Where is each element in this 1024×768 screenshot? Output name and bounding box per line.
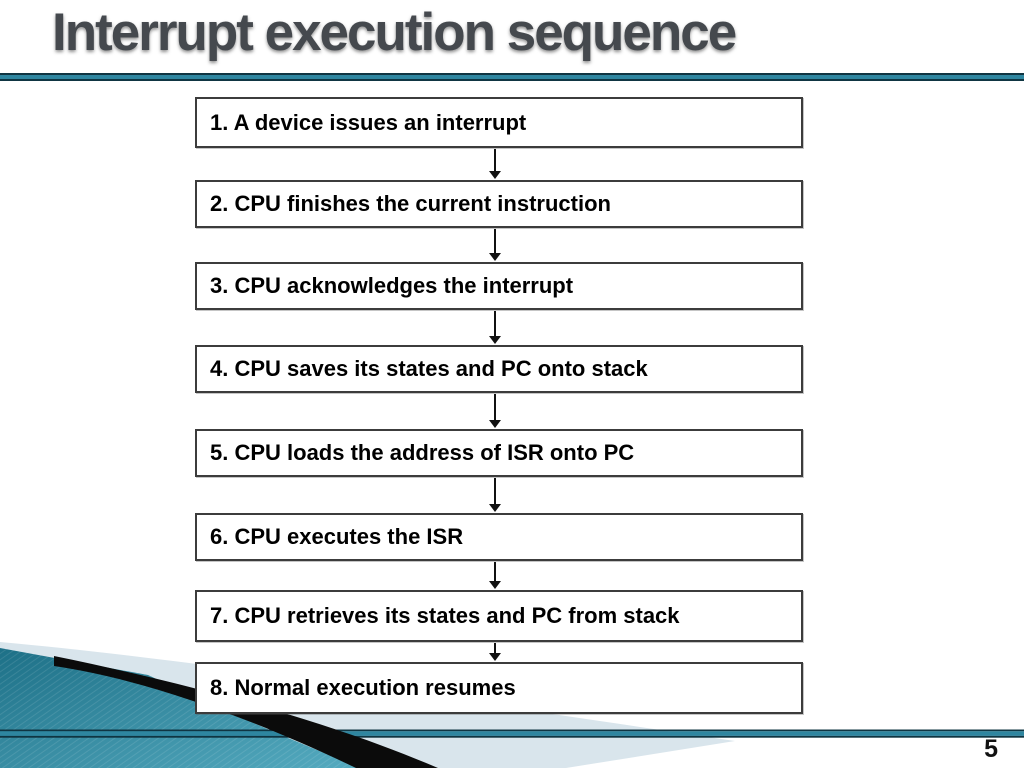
teal-corner-texture	[0, 648, 362, 768]
down-arrow-icon	[489, 311, 501, 344]
down-arrow-icon	[489, 394, 501, 428]
footer-accent-line	[0, 729, 1024, 738]
down-arrow-icon	[489, 643, 501, 661]
flow-step-2: 2. CPU finishes the current instruction	[195, 180, 803, 228]
flow-step-7: 7. CPU retrieves its states and PC from …	[195, 590, 803, 642]
down-arrow-icon	[489, 149, 501, 179]
flow-step-2-label: 2. CPU finishes the current instruction	[210, 191, 611, 216]
down-arrow-icon	[489, 478, 501, 512]
flow-step-5: 5. CPU loads the address of ISR onto PC	[195, 429, 803, 477]
flow-step-8-label: 8. Normal execution resumes	[210, 675, 516, 700]
flow-step-3-label: 3. CPU acknowledges the interrupt	[210, 273, 574, 298]
down-arrow-icon	[489, 229, 501, 261]
flow-step-5-label: 5. CPU loads the address of ISR onto PC	[210, 440, 635, 465]
flow-step-3: 3. CPU acknowledges the interrupt	[195, 262, 803, 310]
flow-step-6-label: 6. CPU executes the ISR	[210, 524, 464, 549]
page-number: 5	[984, 735, 998, 763]
slide-title: Interrupt execution sequence	[52, 3, 737, 62]
title-divider-line	[0, 73, 1024, 81]
flow-step-8: 8. Normal execution resumes	[195, 662, 803, 714]
flow-step-1-label: 1. A device issues an interrupt	[210, 109, 527, 135]
flow-step-6: 6. CPU executes the ISR	[195, 513, 803, 561]
flow-step-4: 4. CPU saves its states and PC onto stac…	[195, 345, 803, 393]
flow-step-1: 1. A device issues an interrupt	[195, 97, 803, 148]
down-arrow-icon	[489, 562, 501, 589]
flow-step-4-label: 4. CPU saves its states and PC onto stac…	[210, 356, 648, 381]
flow-step-7-label: 7. CPU retrieves its states and PC from …	[210, 603, 680, 628]
